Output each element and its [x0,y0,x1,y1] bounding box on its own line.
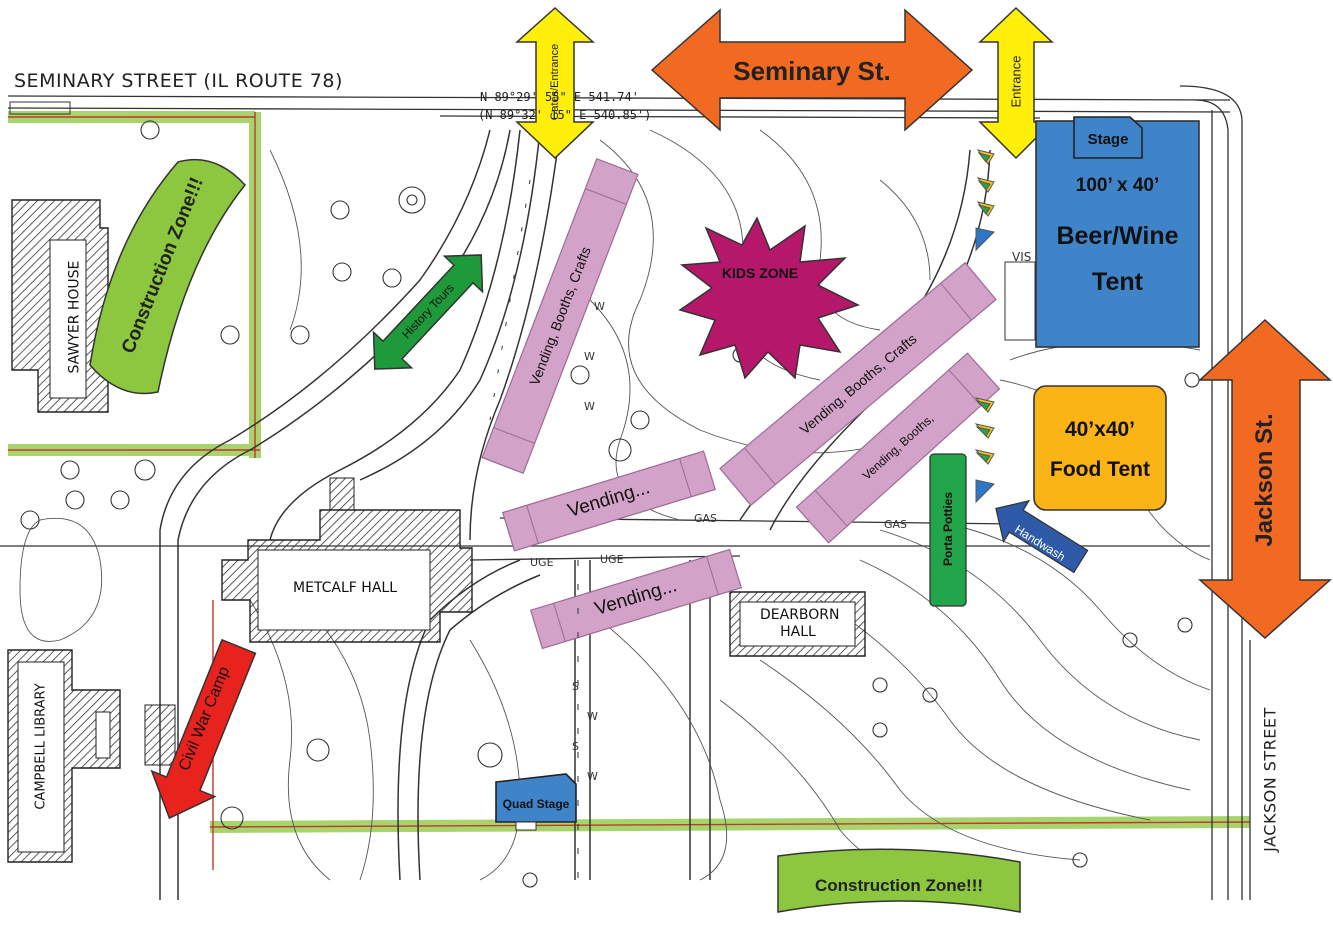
vending-middle-2 [529,548,743,650]
metcalf-hall-label: METCALF HALL [292,580,397,596]
vis-label: VIS [1012,250,1032,264]
porta-potties-text: Porta Potties [941,492,955,567]
beer-tent-name-1: Beer/Wine [1056,222,1179,250]
s-label-2: S [572,740,579,753]
history-tours-arrow [372,254,484,370]
uge-label-2: UGE [530,556,554,569]
gas-label-1: GAS [694,512,718,525]
vending-left-long [481,157,639,475]
campbell-library-label: CAMPBELL LIBRARY [33,683,49,810]
construction-zone-bottom-text: Construction Zone!!! [814,876,984,895]
jackson-st-text: Jackson St. [1251,413,1278,547]
quad-stage-text: Quad Stage [502,797,570,811]
kids-zone-star [678,216,860,380]
w-label-4: W [584,350,595,363]
construction-zone-bottom-banner [777,848,1021,913]
kids-zone-text: KIDS ZONE [721,265,799,281]
quad-stage [495,773,577,823]
w-label-5: W [594,300,605,313]
beer-tent-name-2: Tent [1092,268,1143,296]
seminary-st-text: Seminary St. [733,56,891,86]
building-sawyer-house [11,199,109,413]
jackson-st-arrow [1198,318,1332,640]
food-tent-dims: 40’x40’ [1064,418,1136,441]
building-dearborn-hall [729,591,866,657]
corner-structure [9,101,71,115]
beer-tent-dims: 100’ x 40’ [1075,175,1160,196]
building-campbell-library [7,649,176,863]
stage-text: Stage [1087,131,1129,148]
visitor-center-outline [1004,261,1036,341]
gas-label-2: GAS [884,518,908,531]
gates-entrance-arrow [515,6,595,160]
w-label-3: W [584,400,595,413]
entrance-arrow [978,6,1054,160]
vending-right-short [795,352,1001,544]
gates-entrance-text: Gates/Entrance [549,43,561,121]
w-label-2: W [587,770,598,783]
s-label-1: S [572,680,579,693]
construction-zone-left-banner [89,158,246,395]
jackson-street-label: JACKSON STREET [1260,707,1280,852]
entrance-text: Entrance [1008,55,1024,108]
seminary-st-arrow [650,8,974,132]
quad-stage-step [515,821,537,831]
utility-line-ticks [489,179,579,880]
vending-middle-1 [501,450,717,552]
seminary-street-label: SEMINARY STREET (IL ROUTE 78) [14,70,343,92]
food-tent [1033,385,1167,511]
stage-box [1073,116,1143,159]
handwash-arrow [995,499,1089,574]
survey-line-2: (N 89°32' 15" E 540.85') [478,108,652,122]
uge-label-1: UGE [600,553,624,566]
survey-line-1: N 89°29' 55" E 541.74' [480,90,639,104]
civil-war-camp-arrow [150,638,257,820]
entrance-markers [974,149,995,504]
w-label-1: W [587,710,598,723]
sawyer-house-label: SAWYER HOUSE [66,260,83,374]
building-metcalf-hall [221,477,473,643]
porta-potties-block [929,453,967,607]
food-tent-name: Food Tent [1050,458,1150,481]
vending-right-long [719,261,997,507]
dearborn-hall-label: DEARBORN HALL [760,607,840,640]
